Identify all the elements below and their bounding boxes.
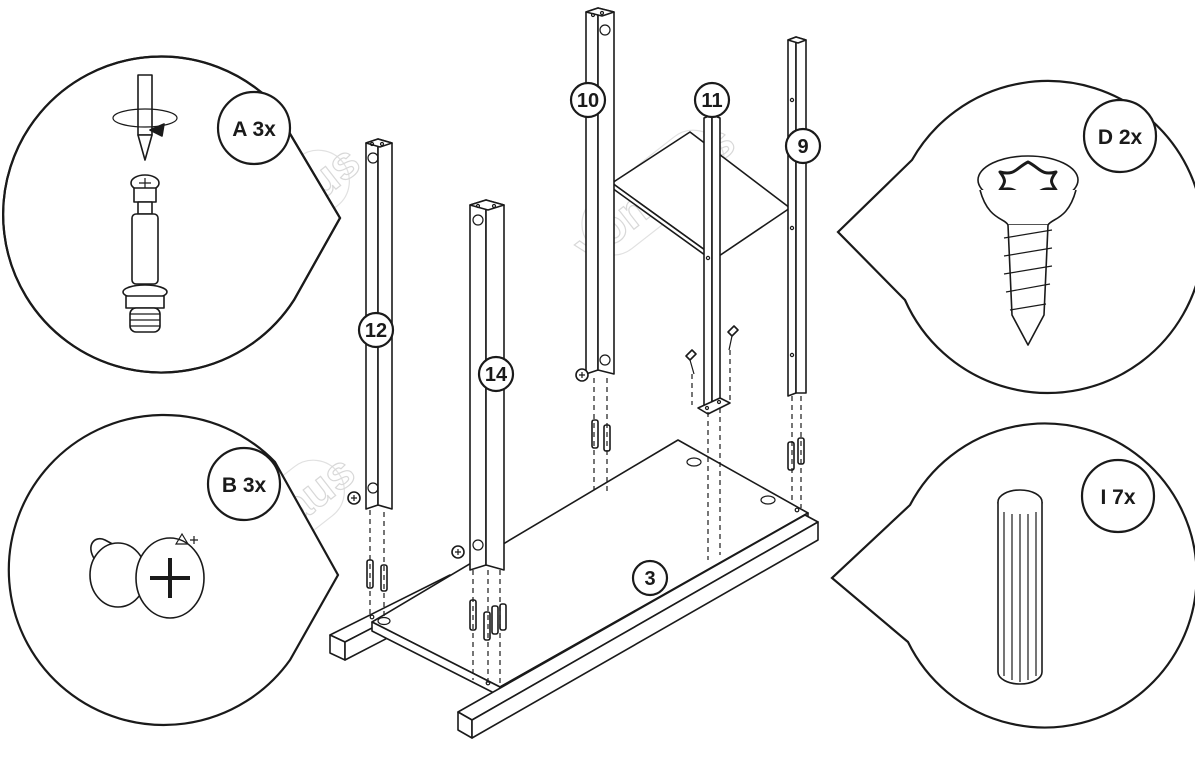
svg-text:D 2x: D 2x [1098, 126, 1143, 149]
part-label-3: 3 [631, 559, 669, 597]
svg-text:14: 14 [485, 364, 508, 386]
scene-cam-lock [575, 368, 589, 382]
part-label-10: 10 [569, 81, 607, 119]
svg-text:11: 11 [701, 90, 722, 112]
screw-icon [977, 155, 1079, 346]
part-label-9: 9 [784, 127, 822, 165]
part-label-11: 11 [693, 81, 731, 119]
scene-cam-lock [451, 545, 465, 559]
svg-text:A 3x: A 3x [232, 118, 276, 141]
svg-text:9: 9 [797, 136, 808, 158]
callout-i: I 7x [830, 422, 1195, 729]
svg-text:3: 3 [644, 568, 655, 590]
part-label-14: 14 [477, 355, 515, 393]
scene-cam-lock [347, 491, 361, 505]
part-label-12: 12 [357, 311, 395, 349]
callout-a: A 3x [2, 55, 342, 374]
callout-b: B 3x [7, 413, 340, 727]
cam-bolt-icon [122, 174, 168, 333]
svg-text:12: 12 [365, 320, 387, 342]
upright-panel-10 [585, 7, 615, 375]
dowel-icon [997, 489, 1043, 685]
svg-text:B 3x: B 3x [222, 474, 267, 497]
base-panel [329, 439, 819, 739]
svg-text:10: 10 [577, 90, 599, 112]
cam-lock-icon [89, 532, 205, 619]
upright-panel-9 [787, 36, 807, 397]
svg-text:I 7x: I 7x [1100, 486, 1135, 509]
callout-d: D 2x [836, 79, 1195, 394]
upright-panel-11 [697, 114, 731, 415]
assembly-guides [369, 350, 802, 688]
screwdriver-icon [112, 74, 178, 161]
